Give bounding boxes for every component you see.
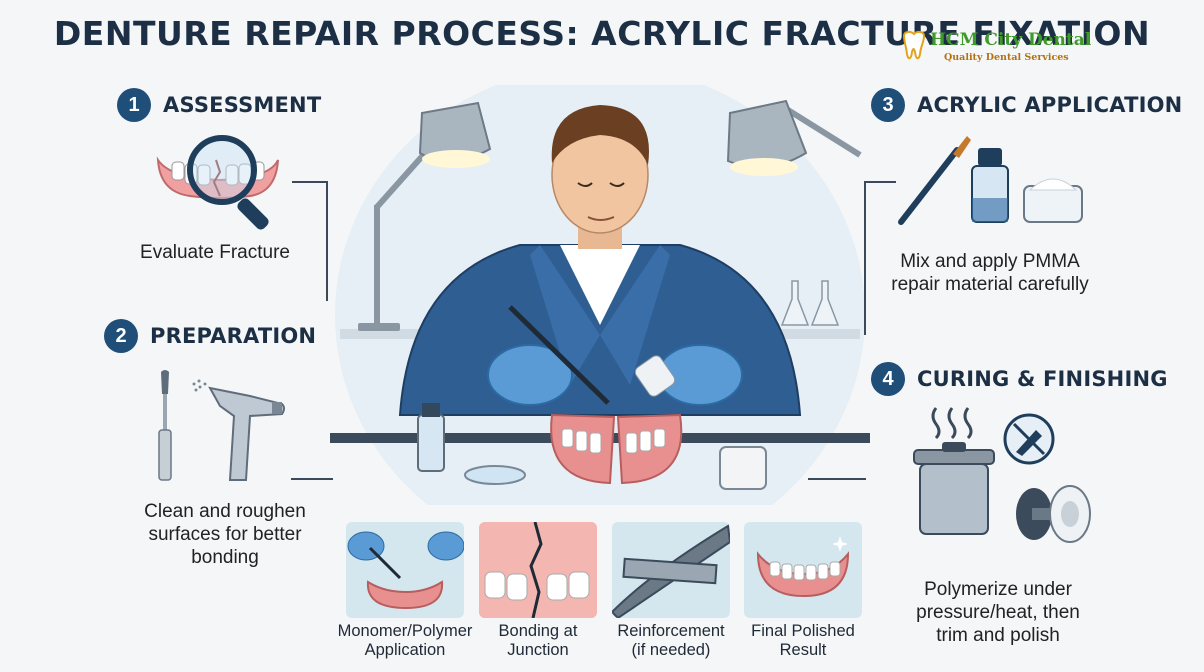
brand-tagline: Quality Dental Services: [944, 52, 1069, 63]
monomer-bottle-icon: [417, 414, 445, 472]
flask-icon: [810, 280, 840, 326]
description-line: Clean and roughen: [144, 501, 306, 522]
step-description: Clean and roughen surfaces for better bo…: [105, 500, 345, 569]
step-number-badge: 4: [871, 362, 905, 396]
caption-line: Junction: [507, 641, 569, 659]
description-line: repair material carefully: [891, 274, 1089, 295]
tooth-logo-icon: [902, 30, 926, 60]
mixing-dish-icon: [464, 465, 526, 485]
step-title: PREPARATION: [150, 324, 317, 348]
description-line: surfaces for better: [148, 524, 302, 545]
step-title: CURING & FINISHING: [917, 367, 1168, 391]
description-line: trim and polish: [936, 625, 1060, 646]
description-line: Evaluate Fracture: [140, 242, 290, 263]
detail-panel-reinforcement: [612, 522, 730, 618]
lamp-left-icon: [358, 101, 492, 331]
air-abrasion-handpiece-icon: [192, 379, 285, 481]
caption-line: Monomer/Polymer: [337, 622, 473, 640]
detail-caption: Bonding at Junction: [463, 622, 613, 660]
polishing-wheel-icon: [1016, 485, 1091, 543]
technician-illustration: [330, 85, 870, 505]
lamp-right-icon: [726, 99, 862, 176]
denture-halves-icon: [550, 413, 683, 485]
connector-line: [808, 478, 866, 480]
pressure-pot-icon: [913, 407, 995, 535]
page-title: DENTURE REPAIR PROCESS: ACRYLIC FRACTURE…: [53, 14, 1151, 53]
step-3-header: 3 ACRYLIC APPLICATION: [871, 88, 1182, 122]
detail-caption: Monomer/Polymer Application: [330, 622, 480, 660]
brand-name: HCM City Dental: [930, 30, 1092, 50]
detail-caption: Final Polished Result: [728, 622, 878, 660]
caption-line: Bonding at: [498, 622, 578, 640]
description-line: pressure/heat, then: [916, 602, 1080, 623]
reinforcement-mesh-icon: [612, 524, 730, 618]
caption-line: (if needed): [631, 641, 711, 659]
step-title: ACRYLIC APPLICATION: [917, 93, 1183, 117]
caption-line: Application: [364, 641, 446, 659]
step-description: Polymerize under pressure/heat, then tri…: [880, 578, 1116, 647]
description-line: Mix and apply PMMA: [900, 251, 1080, 272]
brand-logo: HCM City Dental Quality Dental Services: [900, 28, 1100, 68]
monomer-bottle-icon: [971, 148, 1009, 223]
flask-icon: [780, 280, 810, 326]
description-line: Polymerize under: [924, 579, 1072, 600]
gloved-hands-applying-icon: [347, 531, 464, 610]
fracture-junction-icon: [479, 522, 597, 618]
description-line: bonding: [191, 547, 259, 568]
bur-tool-icon: [158, 370, 172, 481]
step-title: ASSESSMENT: [163, 93, 322, 117]
caption-line: Reinforcement: [617, 622, 725, 640]
step-number-badge: 3: [871, 88, 905, 122]
step-description: Mix and apply PMMA repair material caref…: [868, 250, 1112, 296]
connector-line: [864, 181, 896, 335]
polished-denture-icon: [756, 536, 850, 598]
step-2-header: 2 PREPARATION: [104, 319, 316, 353]
polymer-powder-jar-icon: [1023, 178, 1083, 223]
step-1-header: 1 ASSESSMENT: [117, 88, 321, 122]
detail-panel-final: [744, 522, 862, 618]
powder-jar-icon: [719, 446, 767, 490]
connector-line: [291, 478, 333, 480]
detail-caption: Reinforcement (if needed): [596, 622, 746, 660]
step-description: Evaluate Fracture: [110, 241, 320, 264]
brush-icon: [898, 136, 971, 225]
step-number-badge: 2: [104, 319, 138, 353]
step-number-badge: 1: [117, 88, 151, 122]
magnifying-glass-icon: [187, 135, 269, 230]
detail-panel-bonding: [479, 522, 597, 618]
caption-line: Final Polished: [751, 622, 855, 640]
polishing-tool-icon: [1003, 413, 1055, 465]
connector-line: [292, 181, 328, 301]
detail-panel-monomer: [346, 522, 464, 618]
step-4-header: 4 CURING & FINISHING: [871, 362, 1168, 396]
caption-line: Result: [779, 641, 827, 659]
